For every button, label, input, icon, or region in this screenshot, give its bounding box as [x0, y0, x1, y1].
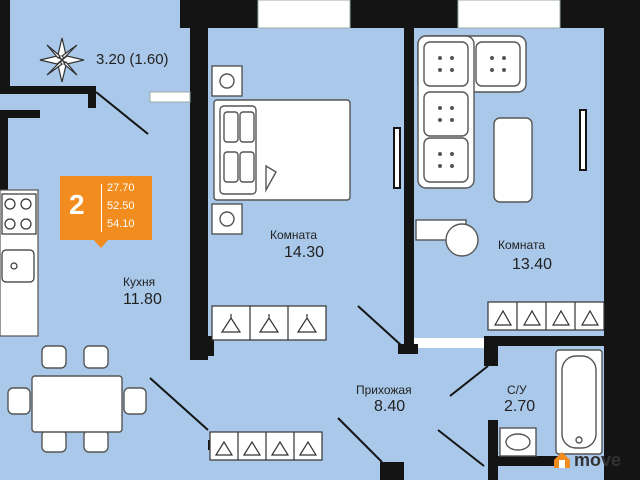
- coffee-table: [493, 117, 533, 203]
- wardrobe-bedroom1: [211, 305, 327, 341]
- move-logo-icon: [554, 452, 570, 468]
- hallway-area: 8.40: [374, 398, 406, 415]
- move-logo-text: move: [574, 450, 622, 470]
- balcony-floor: [0, 0, 190, 92]
- bedroom1-name: Комната: [270, 228, 317, 242]
- bathroom-name: С/У: [507, 383, 527, 397]
- doors: [95, 91, 587, 467]
- sink-icon: [1, 249, 35, 283]
- washbasin: [499, 427, 537, 457]
- bathroom-area: 2.70: [504, 398, 536, 415]
- desk-chair: [415, 219, 479, 257]
- stove-icon: [1, 193, 37, 235]
- badge-divider: [101, 184, 102, 232]
- windows: [149, 0, 561, 103]
- bathtub-icon: [555, 349, 603, 455]
- bed: [213, 99, 351, 201]
- sofa: [417, 35, 527, 189]
- dining-set: [7, 345, 147, 453]
- badge-pointer: [93, 239, 109, 248]
- badge-background: [60, 176, 152, 240]
- bedroom1-area: 14.30: [284, 244, 325, 261]
- kitchen-area: 11.80: [123, 291, 162, 308]
- badge-kitchen-area: 52.50: [107, 200, 135, 212]
- balcony-area: 3.20 (1.60): [96, 51, 169, 68]
- apartment-badge: 2 27.70 52.50 54.10: [60, 176, 152, 248]
- nightstands: [211, 65, 243, 235]
- badge-total-area: 54.10: [107, 218, 135, 230]
- badge-room-count: 2: [69, 189, 85, 220]
- hanger-icon: [214, 309, 600, 456]
- badge-living-area: 27.70: [107, 182, 135, 194]
- kitchen-name: Кухня: [123, 275, 156, 289]
- bedroom2-area: 13.40: [512, 256, 553, 273]
- compass-icon: [39, 37, 85, 83]
- hallway-name: Прихожая: [356, 383, 412, 397]
- bedroom2-name: Комната: [498, 238, 545, 252]
- sofa-buttons: [438, 56, 506, 168]
